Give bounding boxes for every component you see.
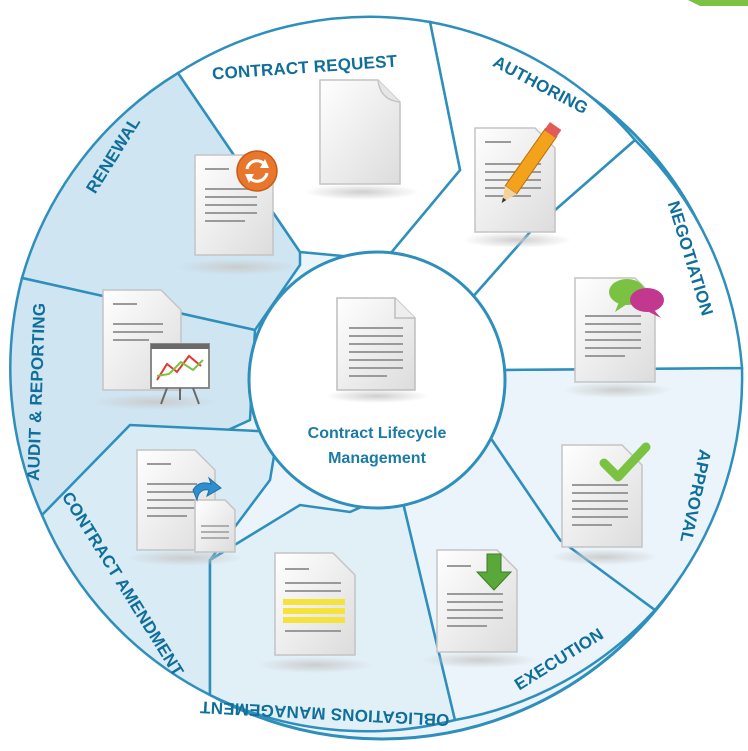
blank-document-icon	[304, 79, 420, 200]
document-checkmark-icon	[549, 442, 659, 565]
document-chart-icon	[93, 289, 217, 410]
document-copy-arrow-icon	[127, 449, 243, 566]
document-refresh-icon	[177, 150, 297, 275]
document-speech-bubbles-icon	[562, 277, 672, 398]
document-pencil-icon	[462, 121, 572, 248]
document-highlighted-icon	[257, 552, 373, 673]
center-document-icon	[325, 297, 429, 403]
corner-accent	[688, 0, 748, 6]
center-title-line2: Management	[328, 450, 426, 467]
segment-contract-request	[176, 15, 462, 262]
document-download-arrow-icon	[421, 549, 537, 668]
center-title-line1: Contract Lifecycle	[308, 425, 447, 442]
